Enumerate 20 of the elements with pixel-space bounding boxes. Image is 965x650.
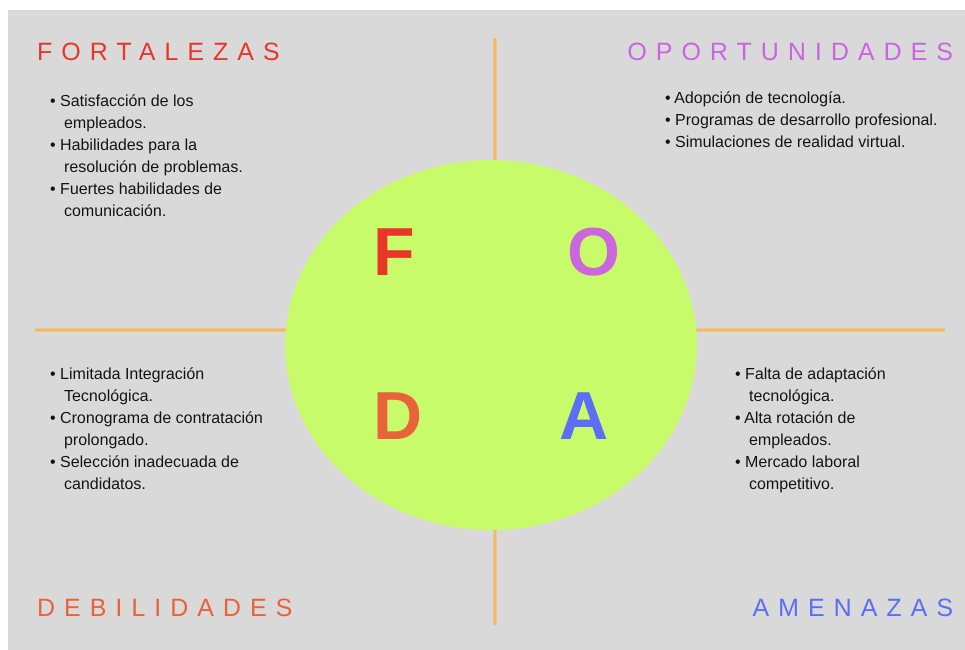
- bullet-item: • Fuertes habilidades de comunicación.: [50, 180, 223, 222]
- bullet-item: • Cronograma de contratación prolongado.: [50, 409, 264, 451]
- bullet-item: • Mercado laboral competitivo.: [735, 453, 861, 495]
- bullet-item: • Adopción de tecnología.: [665, 89, 847, 109]
- bullet-item: • Selección inadecuada de candidatos.: [50, 453, 240, 495]
- bullet-item: • Alta rotación de empleados.: [735, 409, 856, 451]
- swot-letter: F: [373, 218, 415, 286]
- bullet-item: • Limitada Integración Tecnológica.: [50, 365, 206, 407]
- quadrant-heading: AMENAZAS: [752, 594, 962, 623]
- bullet-item: • Habilidades para la resolución de problemas.: [50, 136, 244, 178]
- quadrant-heading: FORTALEZAS: [37, 38, 289, 67]
- quadrant-heading: OPORTUNIDADES: [627, 38, 962, 67]
- bullet-item: • Satisfacción de los empleados.: [50, 92, 194, 134]
- bullet-item: • Simulaciones de realidad virtual.: [665, 133, 906, 153]
- bullet-item: • Programas de desarrollo profesional.: [665, 111, 938, 131]
- swot-letter: A: [559, 382, 608, 450]
- bullet-item: • Falta de adaptación tecnológica.: [735, 365, 887, 407]
- quadrant-heading: DEBILIDADES: [37, 594, 302, 623]
- swot-letter: D: [373, 382, 422, 450]
- swot-letter: O: [567, 218, 620, 286]
